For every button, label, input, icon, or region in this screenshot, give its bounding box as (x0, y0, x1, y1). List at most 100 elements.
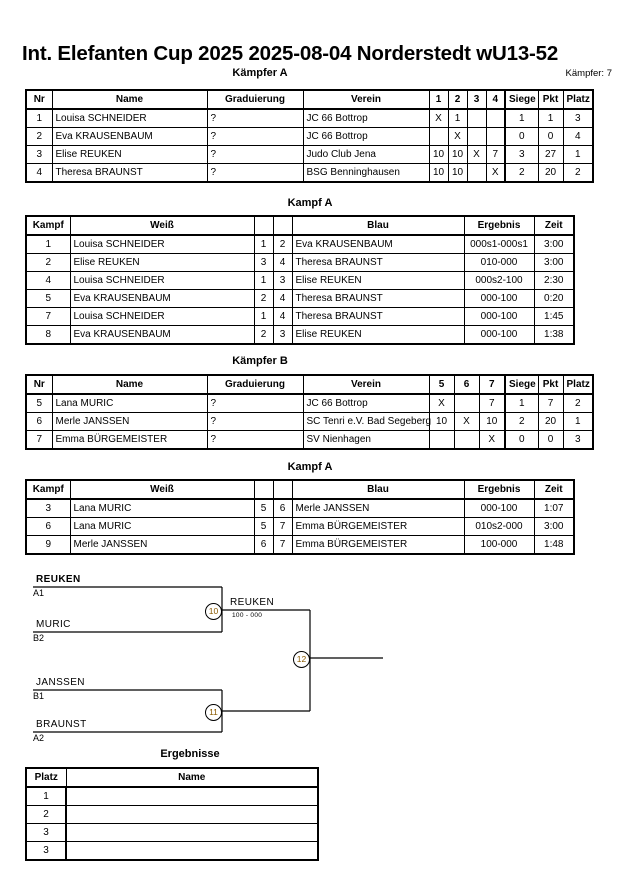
pool-match-1: X (428, 108, 449, 128)
bracket-entry-seed-0: A1 (33, 588, 45, 598)
pool-match-2 (453, 393, 480, 413)
pool-name: Louisa SCHNEIDER (51, 108, 208, 128)
match-blue-seed: 3 (272, 271, 293, 290)
pool-grad: ? (206, 430, 304, 450)
result-name (65, 786, 319, 806)
match-blue-seed: 4 (272, 307, 293, 326)
caption-matches-a2: Kampf A (287, 461, 333, 473)
match-blue-name: Theresa BRAUNST (291, 289, 465, 308)
match-white-seed: 6 (253, 535, 274, 555)
bracket-match-node-10[interactable]: 10 (205, 603, 222, 620)
pool-match-1 (428, 430, 455, 450)
result-platz: 3 (25, 823, 67, 842)
col-header-kampf: Kampf (25, 215, 71, 236)
match-white-seed: 2 (253, 325, 274, 345)
pool-name: Eva KRAUSENBAUM (51, 127, 208, 146)
result-name (65, 823, 319, 842)
match-blue-name: Merle JANSSEN (291, 498, 465, 518)
pool-pkt: 20 (537, 412, 564, 431)
match-white-seed: 1 (253, 271, 274, 290)
pool-platz: 3 (562, 430, 594, 450)
pool-pkt: 0 (537, 430, 564, 450)
pool-nr: 4 (25, 163, 53, 183)
col-header-4: 4 (485, 89, 506, 110)
col-header-siege: Siege (504, 89, 539, 110)
caption-pool-a: Kämpfer A (232, 67, 288, 79)
match-white-name: Elise REUKEN (69, 253, 255, 272)
col-header-graduierung: Graduierung (206, 374, 304, 395)
match-number: 6 (25, 517, 71, 536)
pool-siege: 0 (504, 430, 539, 450)
pool-pkt: 20 (537, 163, 564, 183)
result-platz: 1 (25, 786, 67, 806)
match-number: 3 (25, 498, 71, 518)
match-blue-seed: 4 (272, 253, 293, 272)
pool-nr: 3 (25, 145, 53, 164)
match-white-seed: 5 (253, 517, 274, 536)
pool-match-2: X (453, 412, 480, 431)
pool-match-1: 10 (428, 412, 455, 431)
pool-siege: 2 (504, 412, 539, 431)
pool-club: JC 66 Bottrop (302, 108, 430, 128)
pool-platz: 2 (562, 393, 594, 413)
pool-match-2: 10 (447, 163, 468, 183)
match-white-seed: 1 (253, 234, 274, 254)
pool-platz: 2 (562, 163, 594, 183)
pool-siege: 2 (504, 163, 539, 183)
match-result: 000-100 (463, 325, 535, 345)
pool-match-3: 10 (478, 412, 506, 431)
bracket-match-node-12[interactable]: 12 (293, 651, 310, 668)
pool-platz: 1 (562, 412, 594, 431)
match-time: 1:45 (533, 307, 575, 326)
pool-match-1 (428, 127, 449, 146)
pool-match-3: 7 (478, 393, 506, 413)
competitor-count: Kämpfer: 7 (565, 68, 612, 79)
pool-siege: 3 (504, 145, 539, 164)
pool-name: Theresa BRAUNST (51, 163, 208, 183)
match-blue-seed: 6 (272, 498, 293, 518)
bracket-match-node-11[interactable]: 11 (205, 704, 222, 721)
match-blue-name: Elise REUKEN (291, 325, 465, 345)
caption-matches-a1: Kampf A (287, 197, 333, 209)
match-white-name: Merle JANSSEN (69, 535, 255, 555)
pool-name: Elise REUKEN (51, 145, 208, 164)
col-header-platz: Platz (562, 374, 594, 395)
match-blue-name: Theresa BRAUNST (291, 253, 465, 272)
col-header-zeit: Zeit (533, 479, 575, 500)
col-header-verein: Verein (302, 89, 430, 110)
pool-club: Judo Club Jena (302, 145, 430, 164)
result-name (65, 805, 319, 824)
bracket-entry-seed-3: A2 (33, 733, 45, 743)
pool-club: SC Tenri e.V. Bad Segeberg (302, 412, 431, 431)
match-blue-name: Theresa BRAUNST (291, 307, 465, 326)
pool-grad: ? (206, 127, 304, 146)
pool-platz: 1 (562, 145, 594, 164)
table-row: 2 (25, 805, 319, 824)
match-number: 1 (25, 234, 71, 254)
match-white-seed: 1 (253, 307, 274, 326)
match-time: 0:20 (533, 289, 575, 308)
match-time: 1:48 (533, 535, 575, 555)
pool-pkt: 1 (537, 108, 564, 128)
match-white-seed: 2 (253, 289, 274, 308)
col-header-name: Name (51, 89, 208, 110)
col-header-7: 7 (478, 374, 506, 395)
